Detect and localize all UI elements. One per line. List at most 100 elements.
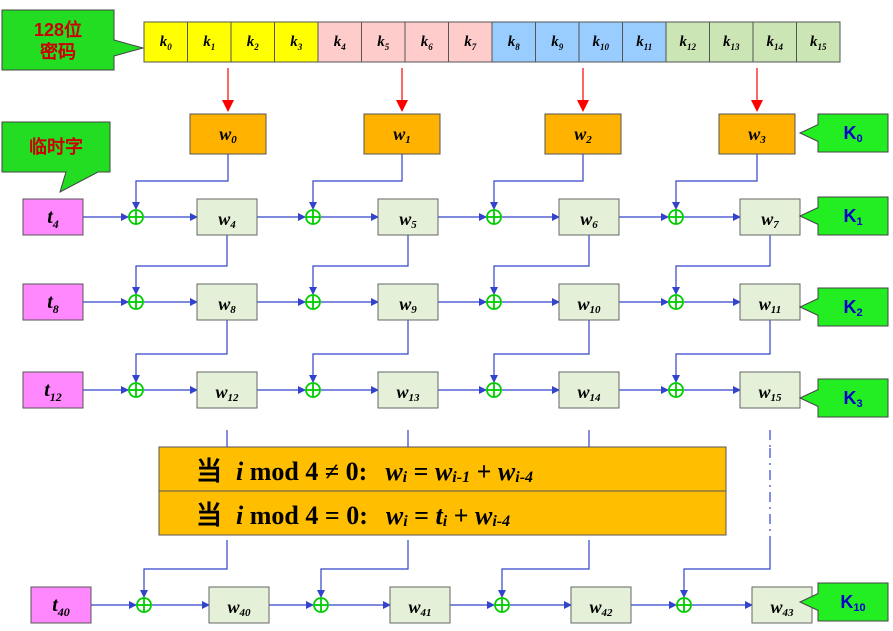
round-word-label: w6 (580, 209, 598, 231)
key-byte-cell (535, 21, 580, 63)
round-word-label: w43 (770, 597, 794, 619)
t-word-label: t40 (52, 594, 70, 619)
previous-word-arrow (490, 154, 584, 210)
initial-word-box (718, 113, 796, 155)
key-byte-label: k14 (767, 34, 784, 52)
key-byte-label: k13 (723, 34, 740, 52)
previous-word-arrow (140, 540, 228, 598)
round-key-label: K2 (843, 297, 862, 319)
xor-operator (486, 209, 502, 225)
callout-key-line2: 密码 (40, 41, 76, 62)
round-key-badge (798, 582, 889, 622)
round-word-label: w40 (227, 597, 251, 619)
round-key-badge (798, 378, 889, 418)
round-word-label: w12 (215, 382, 239, 404)
round-word-label: w41 (408, 597, 431, 619)
xor-operator (305, 382, 321, 398)
previous-word-arrow (490, 320, 590, 383)
initial-word-box (189, 113, 267, 155)
round-word-box (558, 371, 620, 409)
key-byte-label: k2 (247, 34, 260, 52)
round-key-label: K10 (840, 592, 865, 614)
previous-word-arrow (672, 154, 758, 210)
round-word-label: w15 (758, 382, 782, 404)
formula-box (158, 490, 727, 536)
initial-word-label: w3 (748, 124, 766, 146)
round-word-label: w42 (589, 597, 613, 619)
round-key-label: K3 (843, 388, 862, 410)
t-word-box (30, 586, 92, 624)
xor-operator (128, 294, 144, 310)
previous-word-arrow (672, 235, 771, 295)
key-byte-label: k12 (680, 34, 697, 52)
key-byte-label: k11 (636, 34, 652, 52)
initial-word-label: w2 (574, 124, 592, 146)
callout-key-line1: 128位 (34, 19, 82, 40)
round-word-box (570, 586, 632, 624)
xor-operator (305, 209, 321, 225)
xor-operator (668, 382, 684, 398)
key-byte-cell (274, 21, 319, 63)
xor-operator (676, 597, 692, 613)
round-key-label: K1 (843, 206, 862, 228)
xor-operator (136, 597, 152, 613)
round-word-box (739, 283, 801, 321)
previous-word-arrow (309, 154, 403, 210)
previous-word-arrow (309, 320, 409, 383)
round-word-box (377, 283, 439, 321)
t-word-box (22, 198, 84, 236)
key-byte-label: k6 (421, 34, 434, 52)
round-word-label: w4 (218, 209, 236, 231)
key-byte-label: k1 (203, 34, 215, 52)
previous-word-arrow (490, 235, 590, 295)
t-word-label: t12 (44, 379, 62, 404)
round-word-box (739, 371, 801, 409)
round-word-box (389, 586, 451, 624)
key-byte-cell (578, 21, 623, 63)
key-byte-label: k5 (377, 34, 390, 52)
key-byte-label: k9 (551, 34, 564, 52)
round-word-label: w13 (396, 382, 420, 404)
initial-word-box (544, 113, 622, 155)
initial-word-label: w0 (219, 124, 237, 146)
round-key-badge (798, 287, 889, 327)
previous-word-arrow (498, 540, 590, 598)
round-word-label: w9 (399, 294, 417, 316)
initial-word-label: w1 (393, 124, 411, 146)
t-word-box (22, 283, 84, 321)
round-word-box (558, 283, 620, 321)
xor-operator (305, 294, 321, 310)
round-word-box (196, 283, 258, 321)
xor-operator (128, 382, 144, 398)
previous-word-arrow (132, 235, 228, 295)
round-word-box (196, 198, 258, 236)
t-word-label: t8 (47, 291, 59, 316)
round-word-label: w7 (761, 209, 779, 231)
xor-operator (486, 382, 502, 398)
round-key-badge (798, 113, 889, 153)
key-byte-cell (448, 21, 493, 63)
round-word-box (739, 198, 801, 236)
key-byte-label: k10 (593, 34, 610, 52)
xor-operator (128, 209, 144, 225)
callout-temp-text: 临时字 (29, 136, 83, 157)
previous-word-arrow (672, 320, 771, 383)
previous-word-arrow (132, 320, 228, 383)
initial-word-box (363, 113, 441, 155)
round-word-box (751, 586, 813, 624)
key-byte-label: k8 (508, 34, 521, 52)
round-word-label: w10 (577, 294, 601, 316)
t-word-box (22, 371, 84, 409)
previous-word-arrow (132, 154, 229, 210)
previous-word-arrow (309, 235, 409, 295)
key-byte-cell (796, 21, 841, 63)
key-byte-label: k15 (810, 34, 827, 52)
key-byte-label: k0 (160, 34, 173, 52)
round-word-label: w14 (577, 382, 601, 404)
key-byte-cell (187, 21, 232, 63)
round-word-label: w8 (218, 294, 236, 316)
